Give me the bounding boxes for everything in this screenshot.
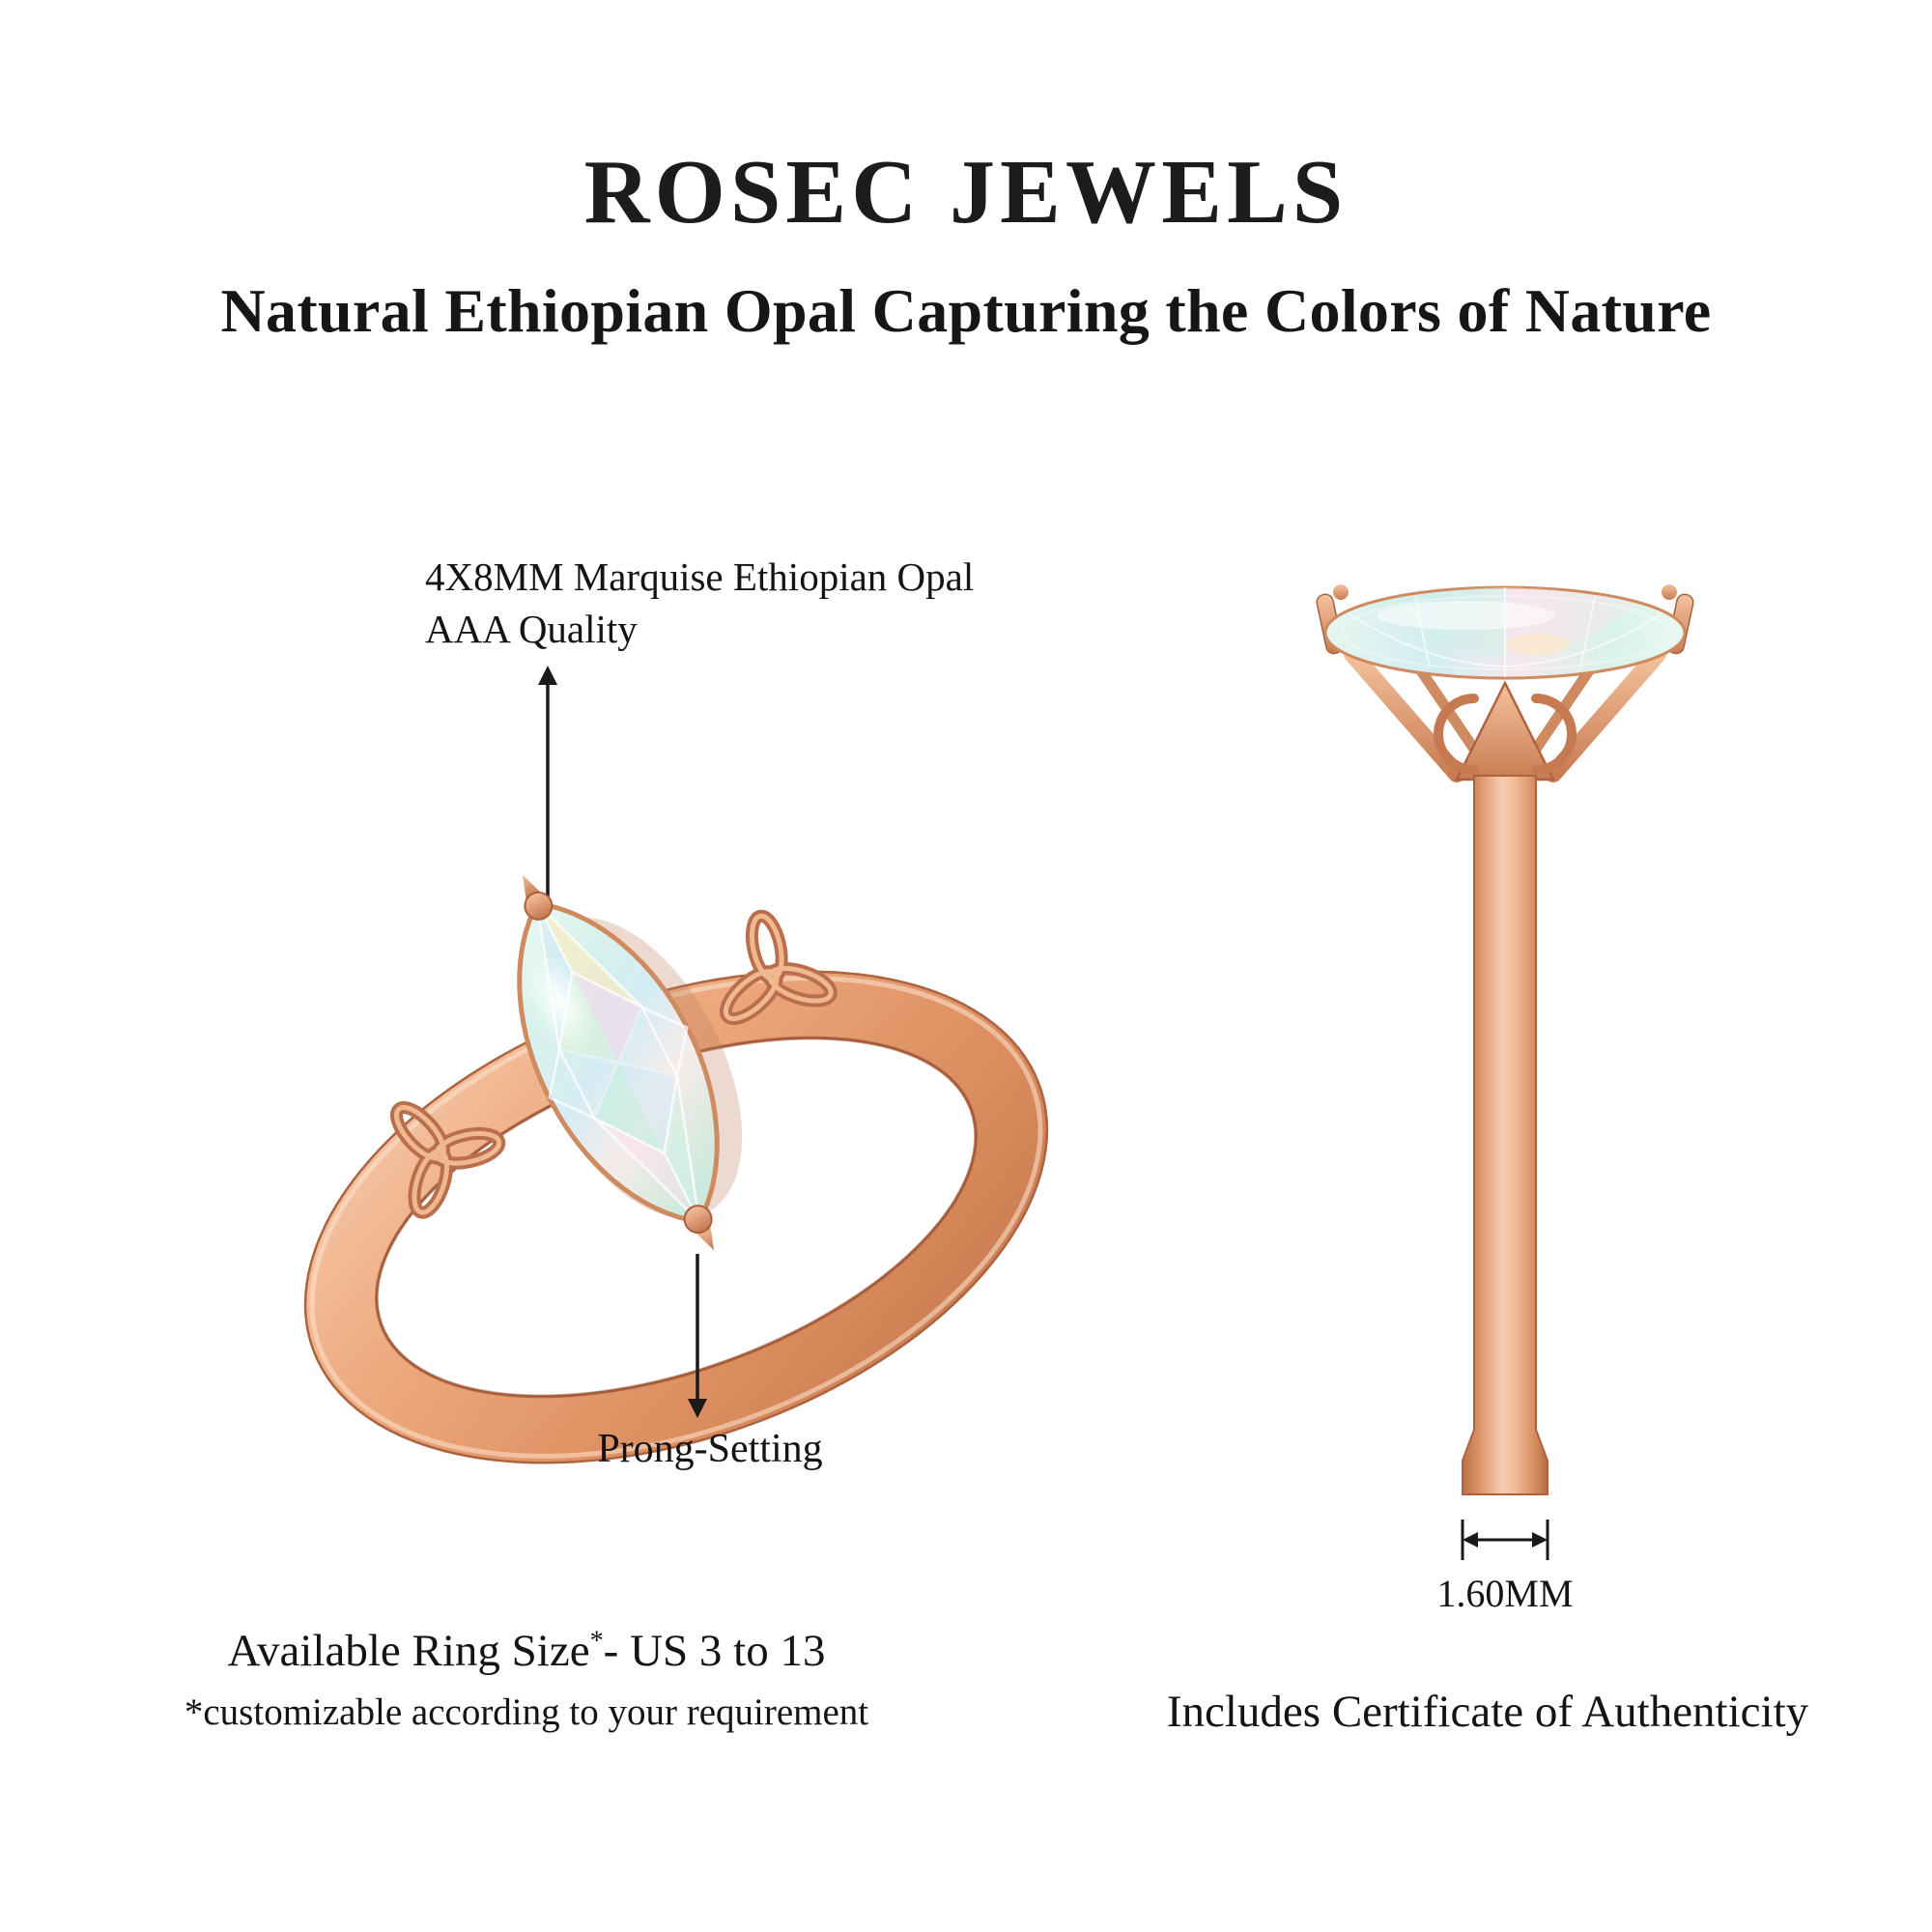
- ring-size-line: Available Ring Size*- US 3 to 13: [116, 1625, 937, 1677]
- prong-setting-label: Prong-Setting: [597, 1427, 823, 1471]
- dimension-arrow-left-icon: [1463, 1532, 1478, 1548]
- stone-highlight: [522, 952, 609, 1075]
- prong-top: [523, 874, 554, 921]
- ring-size-range: - US 3 to 13: [603, 1626, 826, 1676]
- gallery-knot: [1434, 680, 1577, 781]
- prong-callout-arrow: [688, 1254, 707, 1418]
- opal-stone-group: [517, 874, 743, 1251]
- side-stone-facets: [1342, 587, 1668, 677]
- band-width-dimension: [1461, 1520, 1549, 1560]
- customizable-note: *customizable according to your requirem…: [184, 1691, 869, 1733]
- ring-size-asterisk: *: [589, 1626, 604, 1657]
- arrow-up-icon: [538, 666, 557, 685]
- arrow-down-icon: [688, 1399, 707, 1418]
- ring-side-view: [1316, 584, 1694, 1560]
- band-width-label: 1.60MM: [1436, 1572, 1574, 1615]
- side-stone-glare: [1378, 601, 1555, 630]
- brand-title: ROSEC JEWELS: [583, 141, 1349, 242]
- ring-size-prefix: Available Ring Size: [227, 1626, 590, 1676]
- side-band: [1462, 775, 1548, 1495]
- ring-perspective-view: [303, 874, 1049, 1464]
- stone-callout-arrow: [538, 666, 557, 902]
- certificate-note: Includes Certificate of Authenticity: [1166, 1687, 1809, 1737]
- stone-annotation-line1: 4X8MM Marquise Ethiopian Opal: [425, 554, 975, 599]
- side-stone-group: [1323, 585, 1687, 680]
- stone-annotation: 4X8MM Marquise Ethiopian Opal AAA Qualit…: [425, 551, 1121, 655]
- dimension-arrow-right-icon: [1532, 1532, 1548, 1548]
- tagline: Natural Ethiopian Opal Capturing the Col…: [220, 276, 1712, 346]
- prong-bottom: [683, 1205, 714, 1251]
- stone-annotation-line2: AAA Quality: [425, 607, 638, 652]
